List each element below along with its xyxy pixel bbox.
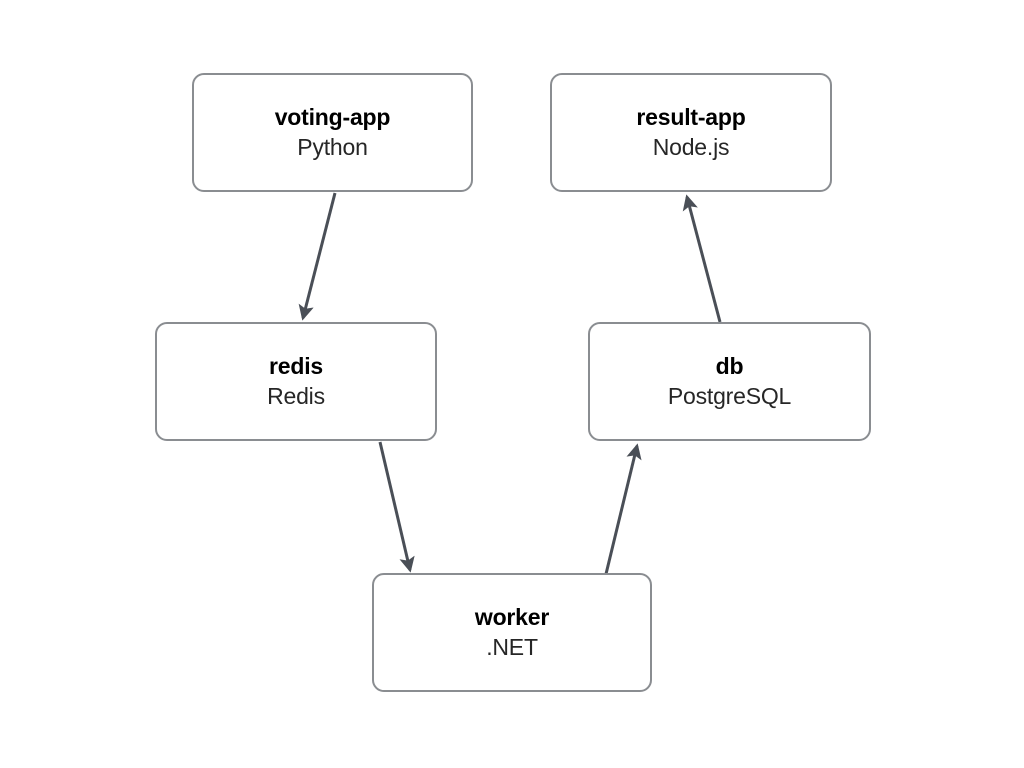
- node-result-app-title: result-app: [636, 104, 746, 131]
- node-voting-app-title: voting-app: [274, 104, 391, 131]
- node-result-app[interactable]: result-app Node.js: [550, 73, 832, 192]
- node-worker-title: worker: [474, 604, 550, 631]
- node-voting-app[interactable]: voting-app Python: [192, 73, 473, 192]
- node-voting-app-subtitle: Python: [297, 133, 368, 160]
- node-result-app-subtitle: Node.js: [652, 133, 730, 160]
- node-worker-subtitle: .NET: [486, 633, 538, 660]
- node-worker[interactable]: worker .NET: [372, 573, 652, 692]
- edge-db-to-result-app: [682, 194, 722, 323]
- node-db-title: db: [715, 353, 744, 380]
- node-redis[interactable]: redis Redis: [155, 322, 437, 441]
- edge-redis-to-worker: [378, 441, 415, 573]
- node-redis-title: redis: [269, 353, 323, 380]
- node-db-subtitle: PostgreSQL: [667, 382, 792, 409]
- edge-voting-app-to-redis: [298, 192, 337, 321]
- edge-worker-to-db: [604, 443, 642, 575]
- node-redis-subtitle: Redis: [267, 382, 325, 409]
- node-db[interactable]: db PostgreSQL: [588, 322, 871, 441]
